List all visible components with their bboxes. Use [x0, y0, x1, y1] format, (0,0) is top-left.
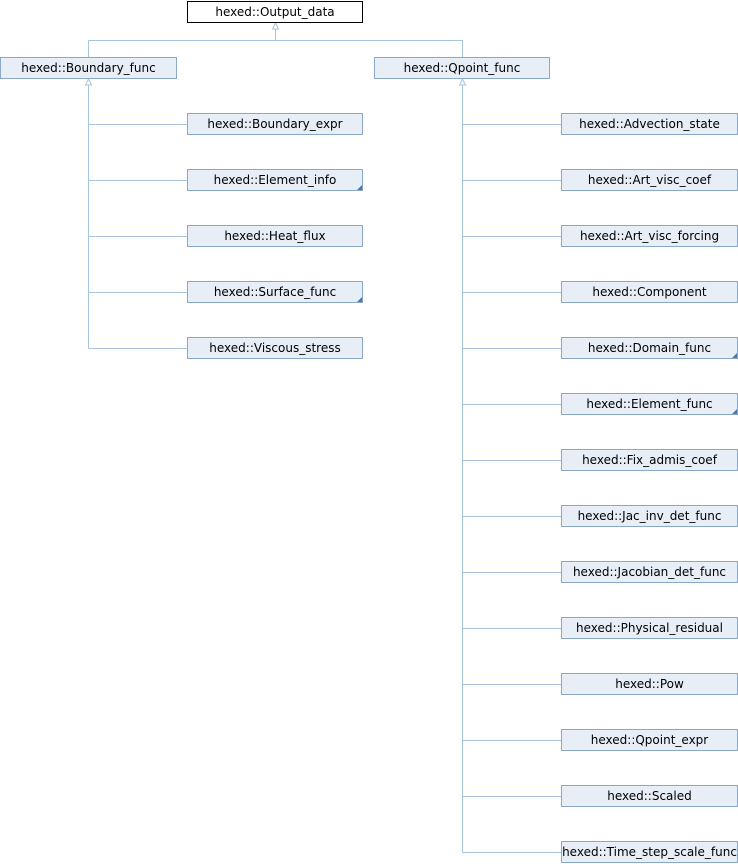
- more-derived-marker-icon: [732, 409, 737, 414]
- more-derived-marker-icon: [357, 297, 362, 302]
- node-surface-func[interactable]: hexed::Surface_func: [187, 281, 363, 303]
- node-scaled[interactable]: hexed::Scaled: [561, 785, 738, 807]
- node-element-func[interactable]: hexed::Element_func: [561, 393, 738, 415]
- node-fix-admis-coef[interactable]: hexed::Fix_admis_coef: [561, 449, 738, 471]
- node-component[interactable]: hexed::Component: [561, 281, 738, 303]
- node-qpoint-expr[interactable]: hexed::Qpoint_expr: [561, 729, 738, 751]
- more-derived-marker-icon: [732, 353, 737, 358]
- node-element-info[interactable]: hexed::Element_info: [187, 169, 363, 191]
- node-pow[interactable]: hexed::Pow: [561, 673, 738, 695]
- node-domain-func[interactable]: hexed::Domain_func: [561, 337, 738, 359]
- more-derived-marker-icon: [357, 185, 362, 190]
- node-art-visc-forcing[interactable]: hexed::Art_visc_forcing: [561, 225, 738, 247]
- node-art-visc-coef[interactable]: hexed::Art_visc_coef: [561, 169, 738, 191]
- node-qpoint-func[interactable]: hexed::Qpoint_func: [374, 57, 550, 79]
- boundary-arrow-icon: [84, 77, 93, 86]
- node-advection-state[interactable]: hexed::Advection_state: [561, 113, 738, 135]
- node-physical-residual[interactable]: hexed::Physical_residual: [561, 617, 738, 639]
- node-output-data[interactable]: hexed::Output_data: [187, 1, 363, 23]
- root-arrow-icon: [271, 21, 280, 30]
- node-jacobian-det-func[interactable]: hexed::Jacobian_det_func: [561, 561, 738, 583]
- qpoint-arrow-icon: [458, 77, 467, 86]
- node-viscous-stress[interactable]: hexed::Viscous_stress: [187, 337, 363, 359]
- node-time-step-scale-func[interactable]: hexed::Time_step_scale_func: [561, 841, 738, 863]
- node-heat-flux[interactable]: hexed::Heat_flux: [187, 225, 363, 247]
- node-boundary-func[interactable]: hexed::Boundary_func: [0, 57, 177, 79]
- node-jac-inv-det-func[interactable]: hexed::Jac_inv_det_func: [561, 505, 738, 527]
- node-boundary-expr[interactable]: hexed::Boundary_expr: [187, 113, 363, 135]
